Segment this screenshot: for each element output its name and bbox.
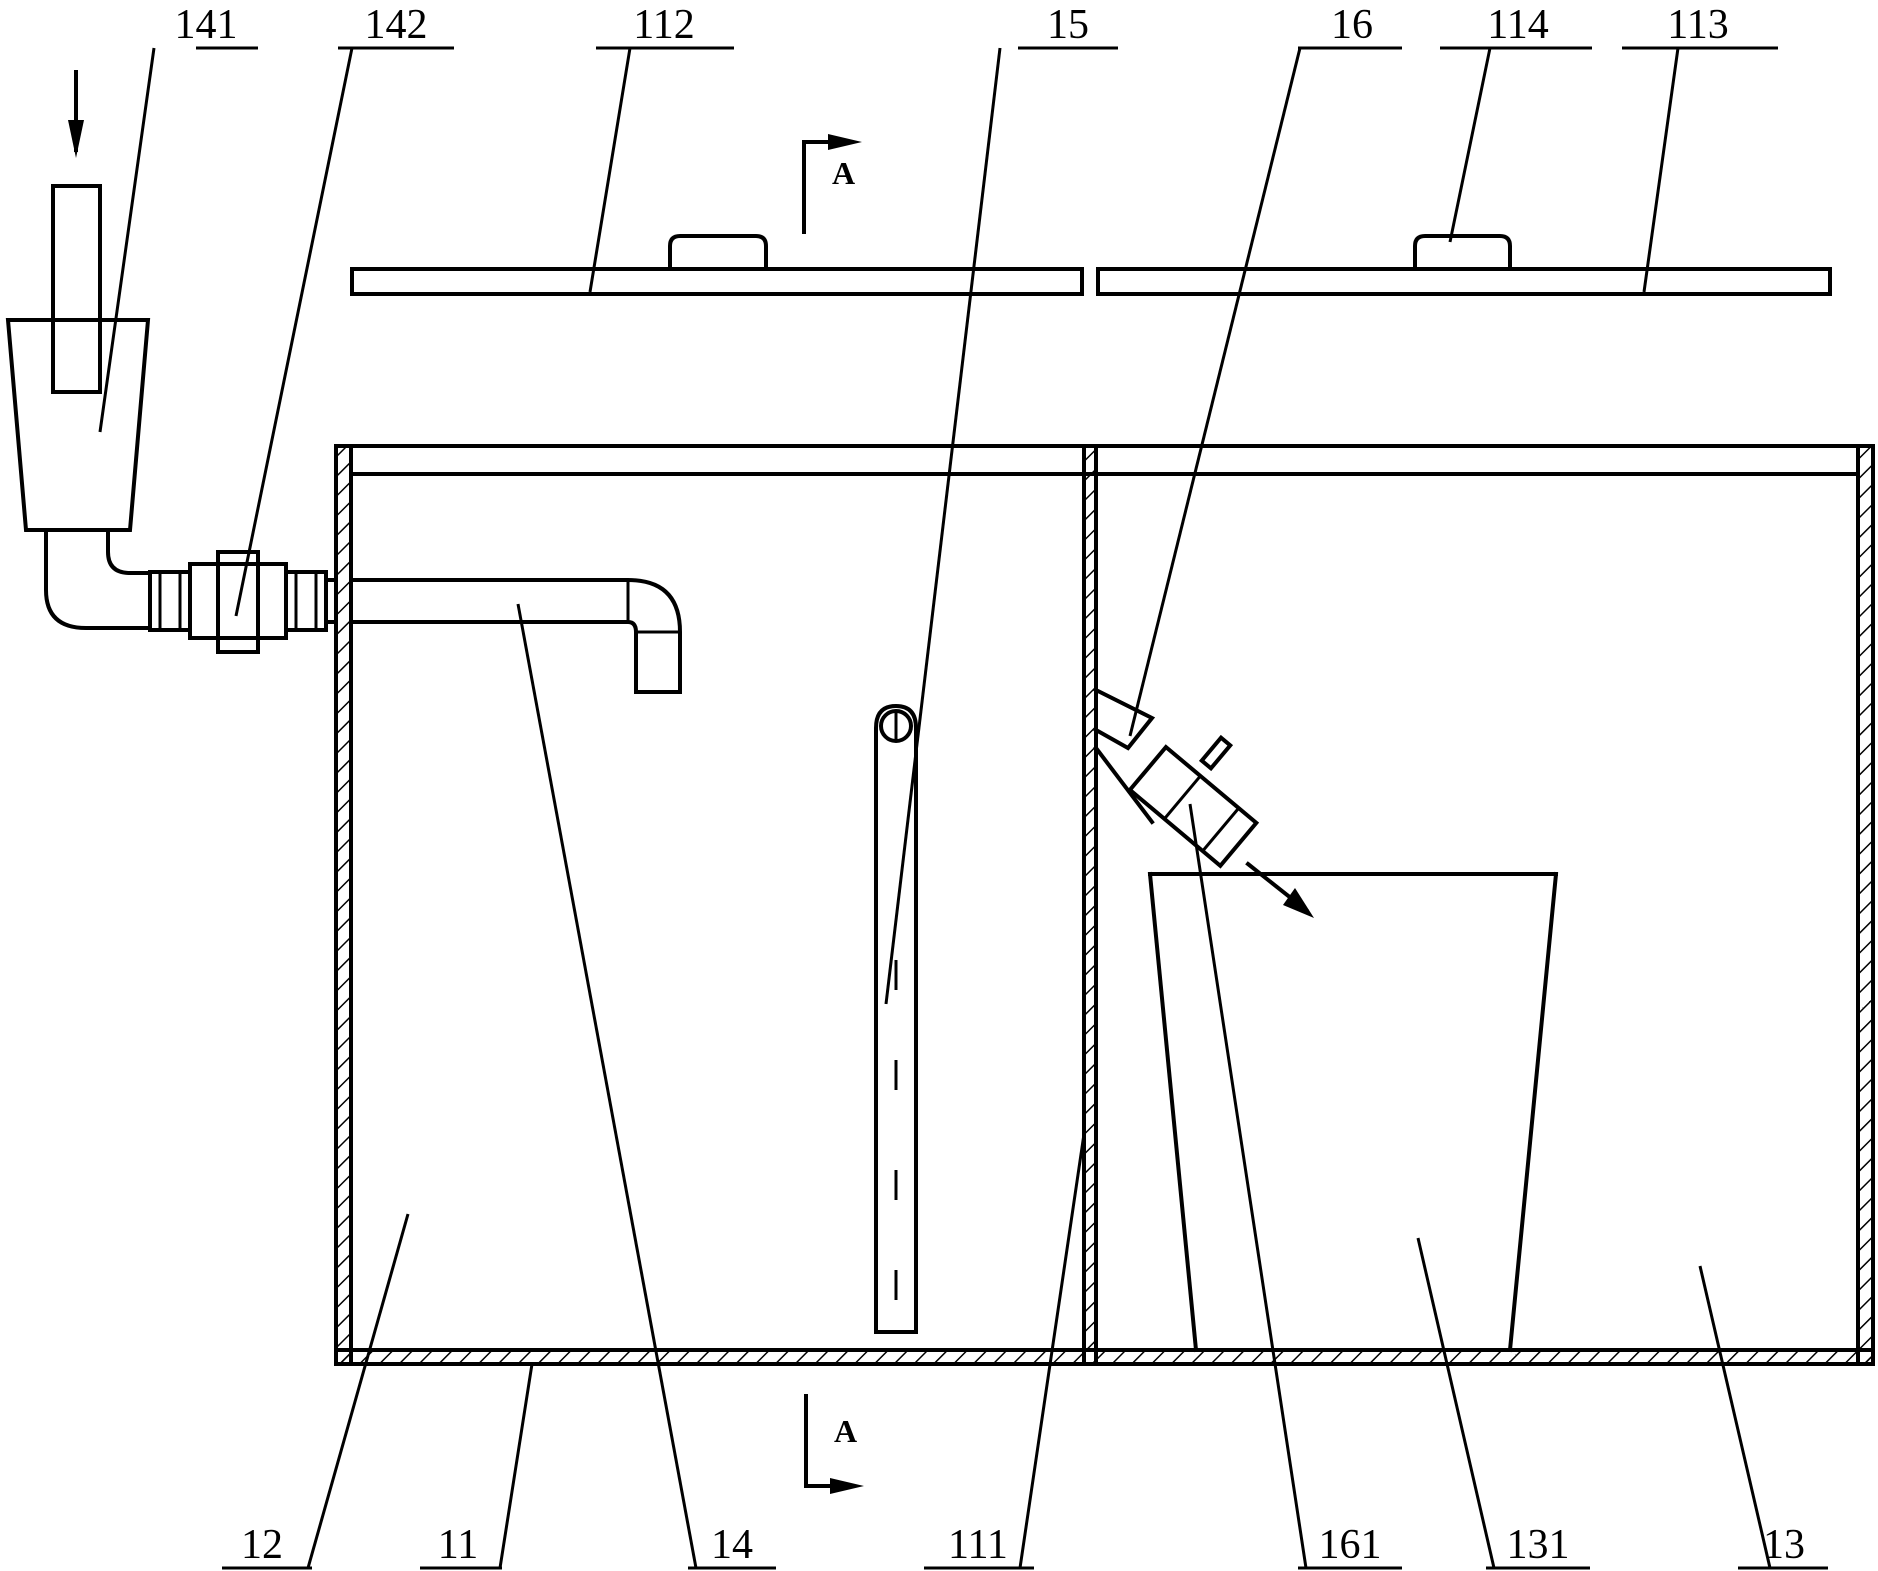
leaders [98,46,1828,1570]
tank-11 [334,444,1875,1366]
handle-114 [1413,234,1512,271]
valve-142 [148,550,338,654]
partition-111 [1082,444,1098,1366]
label-113: 113 [1667,2,1728,48]
label-141: 141 [175,2,238,48]
funnel-141 [5,70,152,630]
label-114: 114 [1487,2,1548,48]
label-111: 111 [948,1522,1008,1568]
label-112: 112 [633,2,694,48]
rod-15 [874,703,918,1334]
section-mark-bottom: A [804,1394,864,1494]
label-142: 142 [365,2,428,48]
label-11: 11 [438,1522,478,1568]
reference-labels: 141 142 112 15 16 114 113 12 11 14 111 1… [175,2,1806,1568]
lid-113 [1096,234,1832,296]
label-16: 16 [1331,2,1373,48]
label-13: 13 [1763,1522,1805,1568]
bucket-131 [1147,871,1559,1353]
label-12: 12 [241,1522,283,1568]
label-14: 14 [711,1522,753,1568]
outlet-16 [1093,687,1314,918]
svg-text:A: A [834,1413,857,1449]
svg-text:A: A [832,155,855,191]
label-131: 131 [1507,1522,1570,1568]
section-mark-top: A [802,134,862,234]
label-15: 15 [1047,2,1089,48]
pipe-14 [349,578,682,694]
label-161: 161 [1319,1522,1382,1568]
lid-112 [350,234,1084,296]
